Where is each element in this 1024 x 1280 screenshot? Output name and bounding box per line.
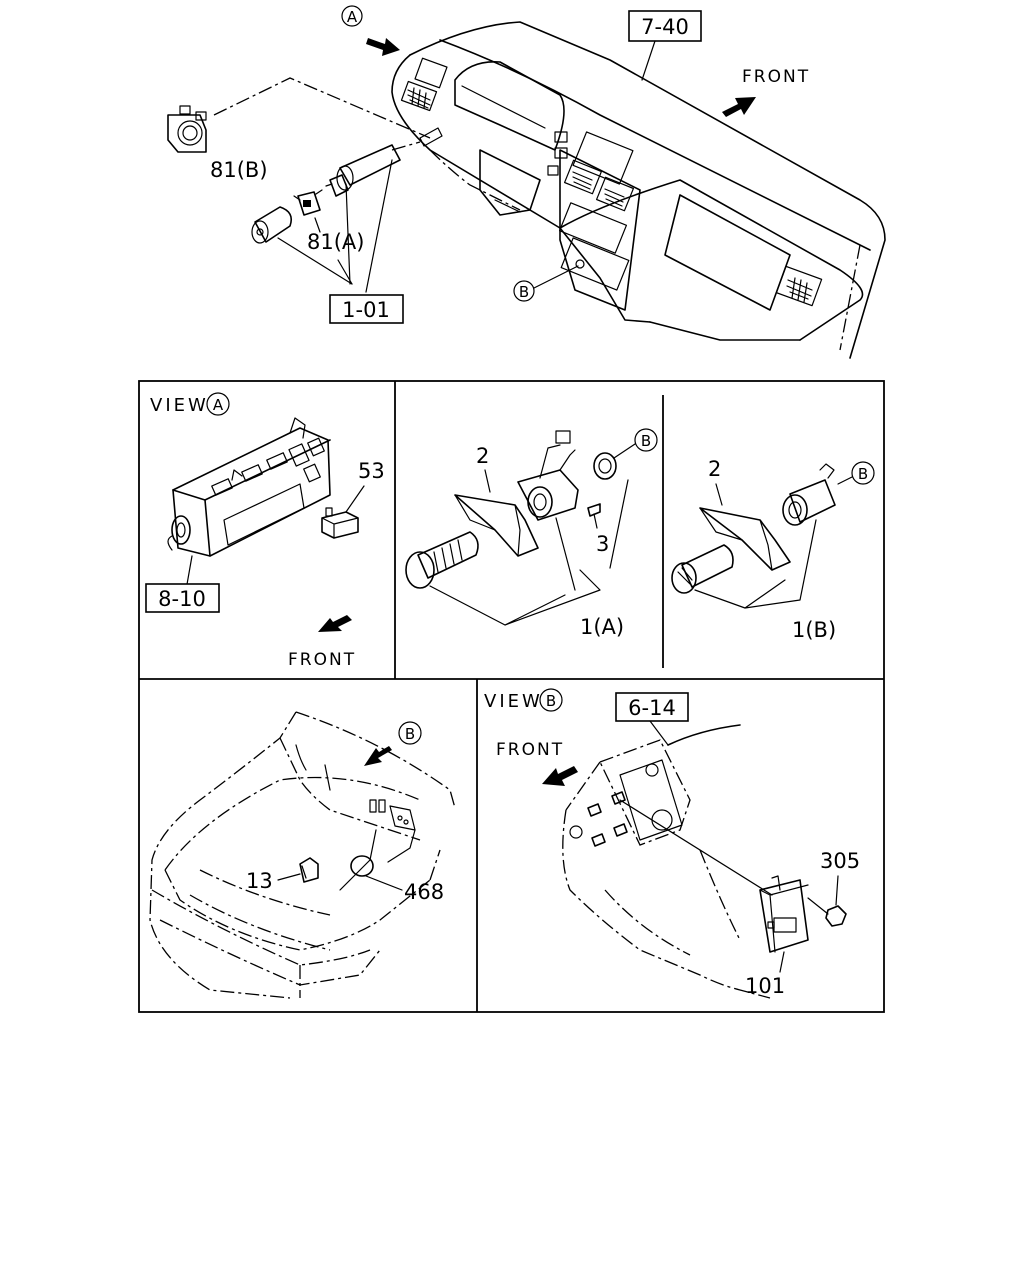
marker-b-lighter-a: B	[641, 432, 651, 450]
ref-6-14-label: 6-14	[628, 696, 676, 720]
part-3-label: 3	[596, 532, 609, 556]
lighter-b-panel: 2 B 1(B)	[671, 457, 875, 642]
part-1a-label: 1(A)	[580, 615, 624, 639]
view-a-title: VIEW	[150, 395, 209, 416]
part-101-label: 101	[745, 974, 785, 998]
part-1b-label: 1(B)	[792, 618, 836, 642]
detail-frames	[138, 380, 885, 1013]
switch-body	[325, 144, 401, 197]
ref-box-7-40	[628, 10, 702, 42]
clip-81a	[293, 189, 323, 216]
part-81b-label: 81(B)	[210, 158, 268, 182]
front-arrow-icon	[722, 97, 756, 117]
lighter-plug-b	[671, 544, 734, 594]
front-label-top: FRONT	[742, 67, 810, 87]
lighter-a-panel: 2 B 3 1(A)	[405, 428, 658, 639]
part-81a-label: 81(A)	[307, 230, 364, 254]
marker-b-engine-bay: B	[405, 725, 415, 743]
marker-b-lighter-b: B	[858, 465, 868, 483]
part-53-label: 53	[358, 459, 385, 483]
connector-53	[321, 507, 359, 539]
lighter-plug-a	[405, 531, 479, 589]
view-b-arrow-icon	[364, 746, 392, 766]
view-a-arrow-icon	[366, 38, 400, 56]
clip-13	[299, 857, 319, 883]
knob	[251, 206, 293, 244]
view-a-panel: VIEW A 53	[145, 392, 385, 670]
view-b-title: VIEW	[484, 691, 543, 712]
part-2-label-b: 2	[708, 457, 721, 481]
ref-box-8-10	[145, 583, 220, 613]
part-2-label-a: 2	[476, 444, 489, 468]
view-b-marker-top: B	[519, 283, 529, 301]
part-13-label: 13	[246, 869, 273, 893]
nut-305	[825, 905, 847, 927]
front-label-b: FRONT	[496, 740, 564, 760]
ref-8-10-label: 8-10	[158, 587, 206, 611]
ref-box-1-01	[329, 294, 404, 324]
view-b-panel: VIEW B 6-14 FRONT	[484, 688, 860, 999]
front-arrow-a-icon	[318, 615, 352, 632]
dashboard-overview: 7-40 FRONT A B 81(B)	[167, 5, 886, 359]
grommet-468	[350, 855, 374, 877]
bezel-81b	[167, 105, 207, 153]
heater-control-module	[167, 417, 331, 557]
ref-7-40-label: 7-40	[641, 15, 689, 39]
module-101	[759, 875, 809, 953]
view-a-title-marker: A	[213, 396, 224, 414]
view-b-title-marker: B	[546, 692, 556, 710]
part-468-label: 468	[404, 880, 444, 904]
view-b-marker-circle	[513, 280, 535, 302]
ring-b	[593, 452, 617, 480]
front-label-a: FRONT	[288, 650, 356, 670]
ref-box-6-14	[615, 692, 689, 722]
part-305-label: 305	[820, 849, 860, 873]
view-a-marker-top: A	[347, 8, 358, 26]
ref-1-01-label: 1-01	[342, 298, 390, 322]
front-arrow-b-icon	[542, 766, 578, 786]
socket-a	[517, 430, 579, 521]
engine-bay-panel: 13 468 B	[149, 711, 456, 999]
socket-b	[782, 463, 836, 526]
view-a-marker-circle	[341, 5, 363, 27]
